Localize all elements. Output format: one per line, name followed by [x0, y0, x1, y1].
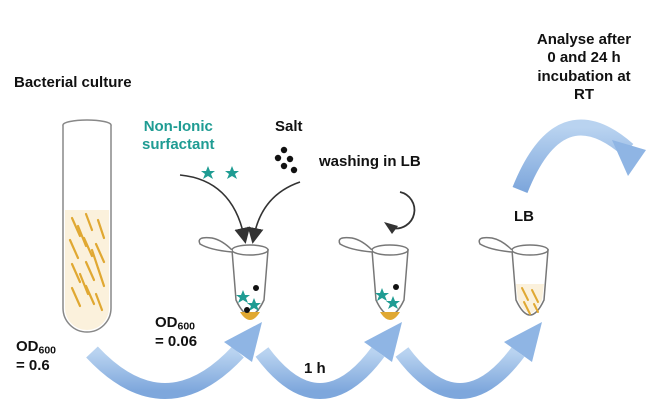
surfactant-label: Non-Ionic surfactant	[142, 118, 215, 155]
od-initial-value: = 0.6	[16, 357, 50, 375]
od-diluted-prefix: OD	[155, 314, 178, 331]
analyse-label-line1: Analyse after	[536, 31, 632, 48]
od-diluted-subscript: 600	[177, 320, 196, 333]
surfactant-label-line1: Non-Ionic	[143, 118, 213, 135]
process-arrow-3	[395, 322, 542, 399]
curved-arrow-icon	[364, 322, 402, 362]
od-diluted-label: OD600 = 0.06	[155, 314, 197, 352]
analyse-label-line4: RT	[574, 85, 594, 103]
od-initial-subscript: 600	[38, 344, 57, 357]
rotate-arrow-icon	[384, 191, 416, 234]
curved-arrow-icon	[612, 140, 646, 176]
curved-arrow-icon	[224, 322, 262, 362]
surfactant-label-line2: surfactant	[142, 136, 215, 154]
od-initial-label: OD600 = 0.6	[16, 338, 56, 376]
eppendorf-tube-icon	[478, 236, 549, 316]
process-arrow-1	[86, 322, 262, 399]
mixing-arrows	[179, 174, 301, 244]
bacterial-culture-label: Bacterial culture	[14, 74, 132, 91]
salt-label: Salt	[275, 118, 303, 135]
lb-label: LB	[514, 208, 534, 225]
analyse-label-line2: 0 and 24 h	[547, 49, 621, 67]
curved-arrow-icon	[504, 322, 542, 362]
culture-tube-icon	[62, 119, 112, 333]
analyse-label: Analyse after 0 and 24 h incubation at R…	[520, 31, 648, 104]
analyse-label-line3: incubation at	[537, 67, 631, 85]
eppendorf-tube-icon	[198, 236, 269, 320]
process-arrow-2	[255, 322, 402, 399]
process-arrow-4	[512, 119, 646, 193]
od-diluted-value: = 0.06	[155, 333, 198, 351]
od-initial-prefix: OD	[16, 338, 39, 355]
surfactant-star-icon	[201, 166, 239, 179]
washing-label: washing in LB	[319, 153, 421, 170]
time-label: 1 h	[304, 360, 326, 377]
eppendorf-tube-icon	[338, 236, 409, 320]
salt-dot-icon	[274, 146, 298, 174]
